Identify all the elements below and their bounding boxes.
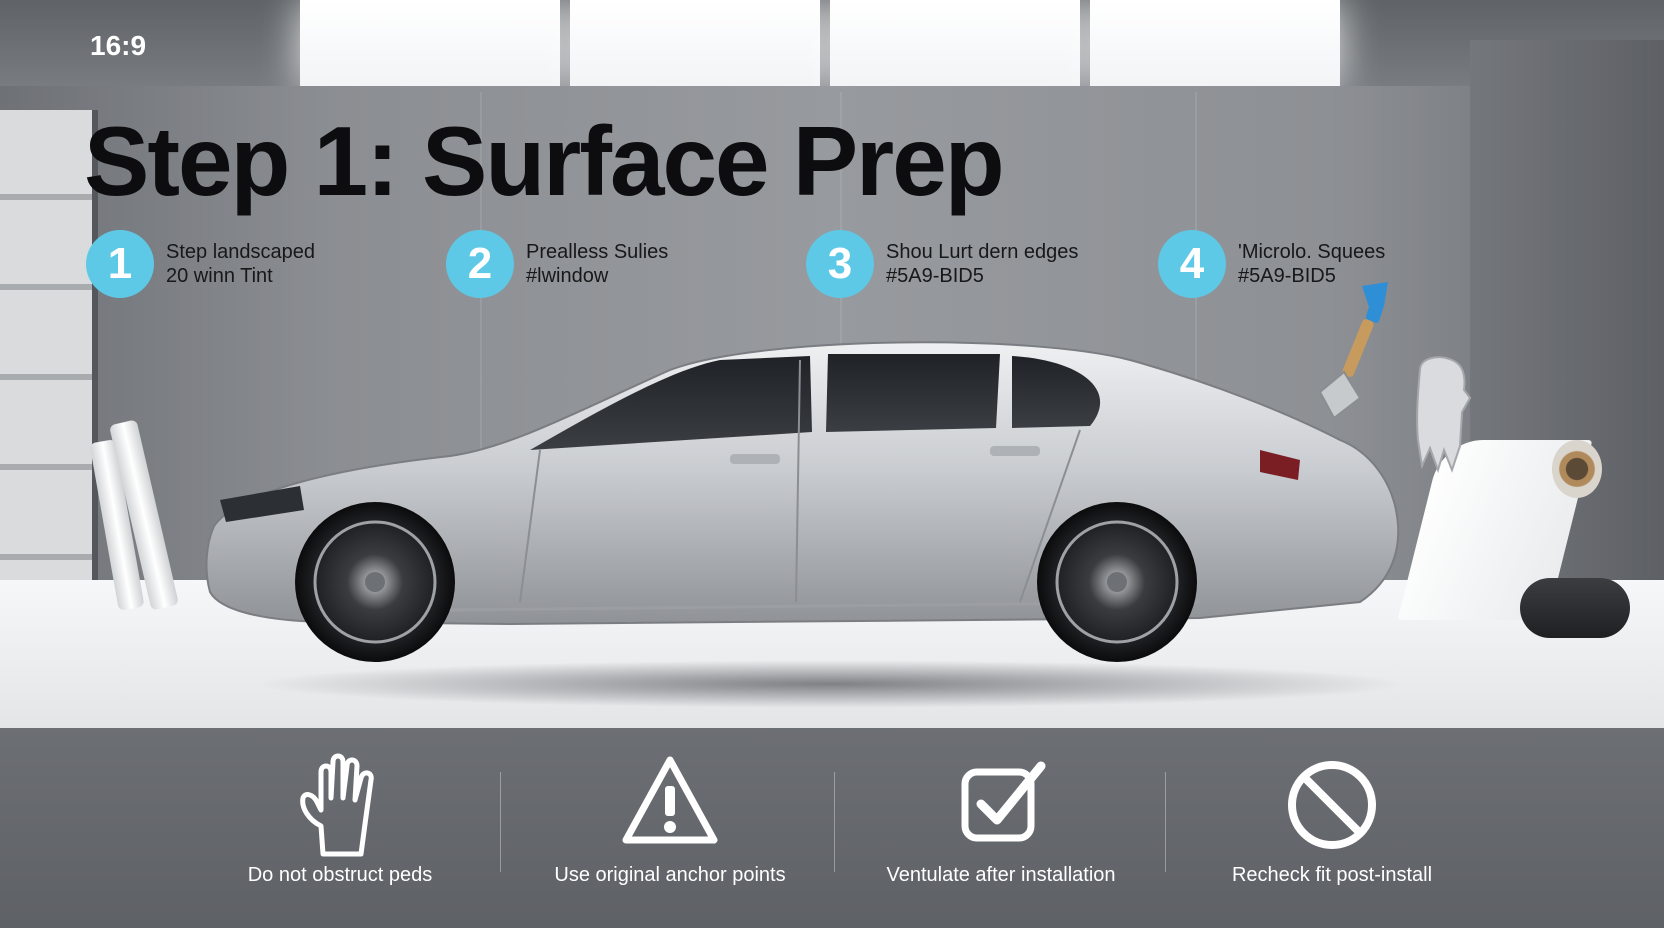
ceiling-light-panel	[830, 0, 1080, 86]
step-line-2: #5A9-BID5	[886, 265, 984, 287]
warning-icon	[622, 756, 718, 844]
step-1: 1 Step landscaped 20 winn Tint	[86, 228, 315, 300]
info-item-glove: Do not obstruct peds	[175, 728, 505, 928]
step-line-1: Step landscaped	[166, 241, 316, 263]
step-description: 'Microlo. Squees #5A9-BID5	[1238, 240, 1385, 288]
wall-seam	[840, 92, 842, 586]
film-roll-end	[1552, 440, 1602, 498]
step-description: Step landscaped 20 winn Tint	[166, 240, 315, 288]
step-number-badge: 4	[1158, 230, 1226, 298]
ceiling-light-panel	[570, 0, 820, 86]
wall-seam	[1195, 92, 1197, 586]
info-divider	[834, 772, 835, 872]
ceiling-light-panel	[1090, 0, 1340, 86]
info-item-check: Ventulate after installation	[836, 728, 1166, 928]
step-line-1: Prealless Sulies	[526, 241, 669, 263]
info-label: Use original anchor points	[554, 864, 786, 886]
dark-film-roll	[1520, 578, 1630, 638]
ceiling-light-panel	[300, 0, 560, 86]
aspect-ratio-badge: 16:9	[90, 30, 147, 61]
info-divider	[1165, 772, 1166, 872]
info-item-prohibited: Recheck fit post-install	[1167, 728, 1497, 928]
step-description: Prealless Sulies #lwindow	[526, 240, 668, 288]
car-shadow	[250, 660, 1410, 708]
car-image	[205, 341, 1400, 662]
step-line-1: 'Microlo. Squees	[1238, 241, 1386, 263]
step-number-badge: 3	[806, 230, 874, 298]
step-number-badge: 2	[446, 230, 514, 298]
glove-icon	[300, 753, 374, 857]
step-line-2: #lwindow	[526, 265, 609, 287]
garage-door	[0, 110, 98, 630]
page-title: Step 1: Surface Prep	[84, 106, 1005, 216]
step-4: 4 'Microlo. Squees #5A9-BID5	[1158, 228, 1385, 300]
info-divider	[500, 772, 501, 872]
step-number-badge: 1	[86, 230, 154, 298]
squeegee-tool-icon	[1318, 282, 1388, 420]
step-line-2: 20 winn Tint	[166, 265, 273, 287]
checkbox-icon	[961, 761, 1046, 842]
glove-icon	[1416, 356, 1472, 474]
info-label: Do not obstruct peds	[247, 864, 433, 886]
info-label: Recheck fit post-install	[1231, 864, 1433, 886]
info-item-warning: Use original anchor points	[505, 728, 835, 928]
prohibited-icon	[1288, 761, 1376, 849]
step-description: Shou Lurt dern edges #5A9-BID5	[886, 240, 1078, 288]
wall-seam	[480, 92, 482, 586]
info-bar: Do not obstruct peds Use original anchor…	[0, 728, 1664, 928]
step-3: 3 Shou Lurt dern edges #5A9-BID5	[806, 228, 1078, 300]
step-line-2: #5A9-BID5	[1238, 265, 1336, 287]
info-label: Ventulate after installation	[886, 864, 1116, 886]
step-2: 2 Prealless Sulies #lwindow	[446, 228, 668, 300]
step-line-1: Shou Lurt dern edges	[886, 241, 1079, 263]
